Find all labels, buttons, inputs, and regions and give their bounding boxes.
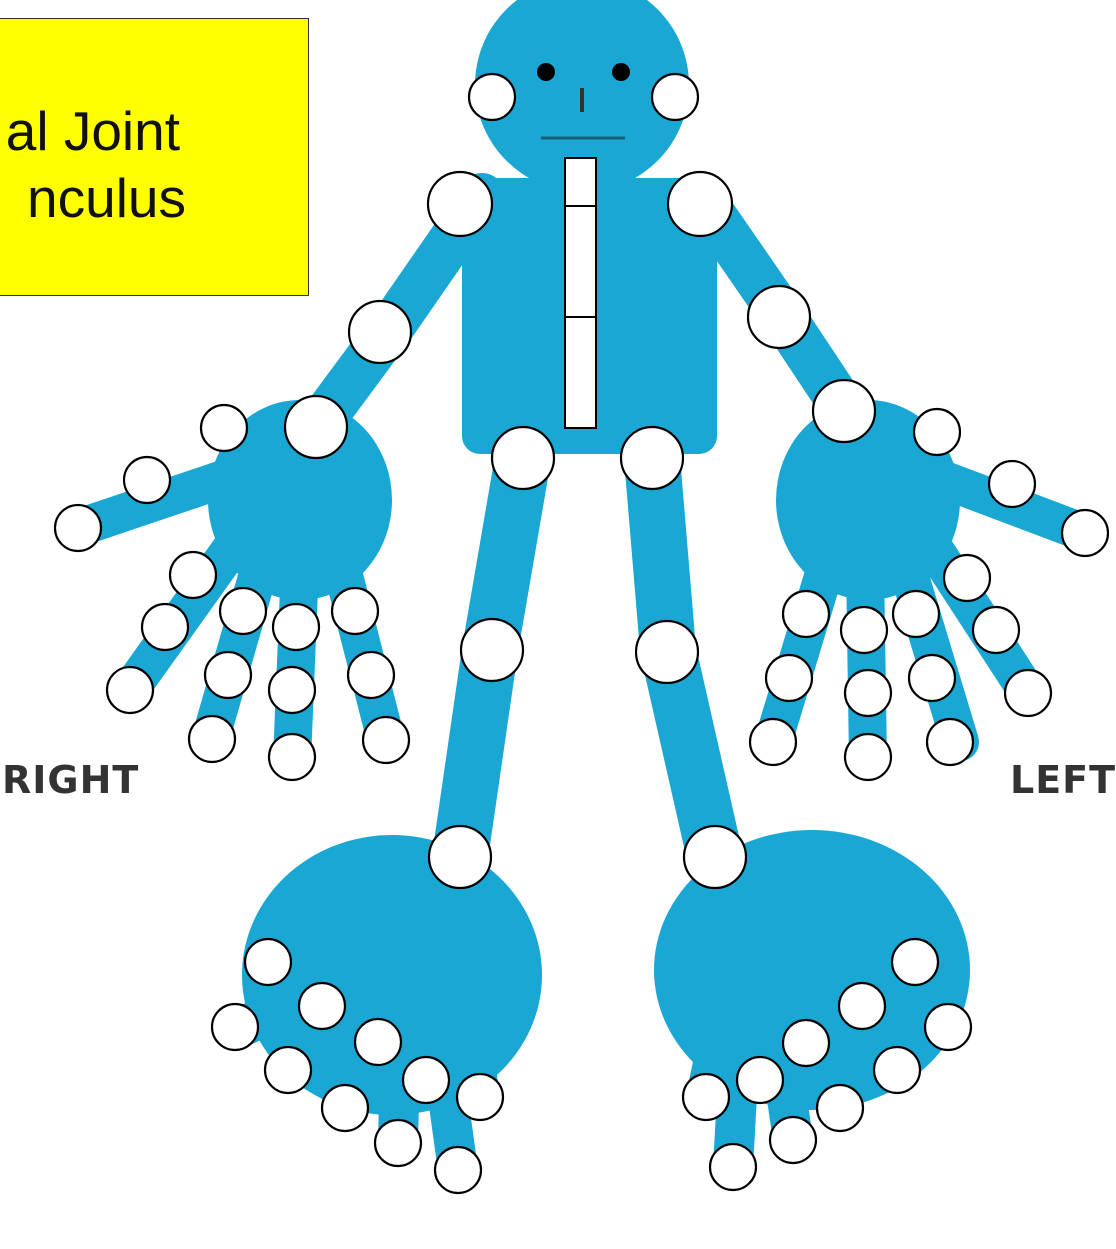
joint-hand-right: [170, 552, 216, 598]
joint-foot-right: [375, 1120, 421, 1166]
joint-hand-right: [273, 604, 319, 650]
joint-hand-right: [124, 457, 170, 503]
joint-foot-left: [710, 1144, 756, 1190]
joint-foot-right: [355, 1019, 401, 1065]
joint-hand-right: [189, 716, 235, 762]
joint-hand-right: [205, 652, 251, 698]
joint-ankle-right: [429, 826, 491, 888]
joint-hand-left: [893, 591, 939, 637]
joint-shoulder-left: [668, 172, 732, 236]
joint-hand-right: [348, 652, 394, 698]
joint-foot-right: [435, 1147, 481, 1193]
joint-wrist-right: [285, 396, 347, 458]
joint-foot-right: [457, 1074, 503, 1120]
joint-foot-left: [892, 939, 938, 985]
joint-hand-left: [914, 409, 960, 455]
joint-hand-right: [220, 588, 266, 634]
joint-hand-left: [927, 719, 973, 765]
joint-hand-right: [332, 588, 378, 634]
joint-foot-left: [770, 1117, 816, 1163]
joint-hand-left: [989, 461, 1035, 507]
joint-hand-left: [1062, 510, 1108, 556]
joint-foot-right: [299, 983, 345, 1029]
joint-hand-left: [750, 719, 796, 765]
joint-hand-right: [269, 667, 315, 713]
joint-foot-left: [925, 1004, 971, 1050]
joint-knee-right: [461, 619, 523, 681]
joint-hip-right: [492, 427, 554, 489]
joint-hand-right: [363, 717, 409, 763]
joint-hand-right: [269, 734, 315, 780]
joint-foot-left: [817, 1085, 863, 1131]
spine: [565, 158, 596, 428]
joint-foot-left: [874, 1047, 920, 1093]
joint-shoulder-right: [428, 172, 492, 236]
joint-hand-left: [783, 591, 829, 637]
joint-jaw-left: [652, 74, 698, 120]
joint-hand-left: [909, 655, 955, 701]
joint-foot-right: [212, 1004, 258, 1050]
joint-foot-left: [783, 1020, 829, 1066]
joint-foot-left: [737, 1057, 783, 1103]
joint-hip-left: [621, 427, 683, 489]
joint-foot-left: [839, 983, 885, 1029]
joint-foot-right: [322, 1085, 368, 1131]
joint-knee-left: [636, 621, 698, 683]
joint-foot-right: [245, 939, 291, 985]
joint-hand-right: [107, 667, 153, 713]
joint-elbow-right: [349, 301, 411, 363]
joint-hand-left: [973, 607, 1019, 653]
joint-hand-right: [201, 405, 247, 451]
joint-wrist-left: [813, 380, 875, 442]
joint-hand-left: [845, 670, 891, 716]
right-foot: [235, 835, 542, 1170]
right-side-label: RIGHT: [2, 758, 139, 802]
joint-foot-left: [683, 1074, 729, 1120]
joint-jaw-right: [469, 74, 515, 120]
joint-ankle-left: [684, 826, 746, 888]
title-line-2: nculus: [27, 166, 186, 230]
right-eye: [537, 63, 555, 81]
title-line-1: al Joint: [6, 99, 180, 163]
joint-foot-right: [403, 1057, 449, 1103]
left-eye: [612, 63, 630, 81]
joint-foot-right: [265, 1047, 311, 1093]
joint-hand-right: [55, 505, 101, 551]
joint-hand-left: [944, 555, 990, 601]
joint-hand-left: [841, 607, 887, 653]
joint-elbow-left: [748, 286, 810, 348]
left-side-label: LEFT: [1010, 758, 1116, 802]
joint-hand-left: [766, 655, 812, 701]
joint-hand-right: [142, 604, 188, 650]
joint-hand-left: [845, 734, 891, 780]
joint-hand-left: [1005, 670, 1051, 716]
title-box: al Joint nculus: [0, 18, 309, 296]
